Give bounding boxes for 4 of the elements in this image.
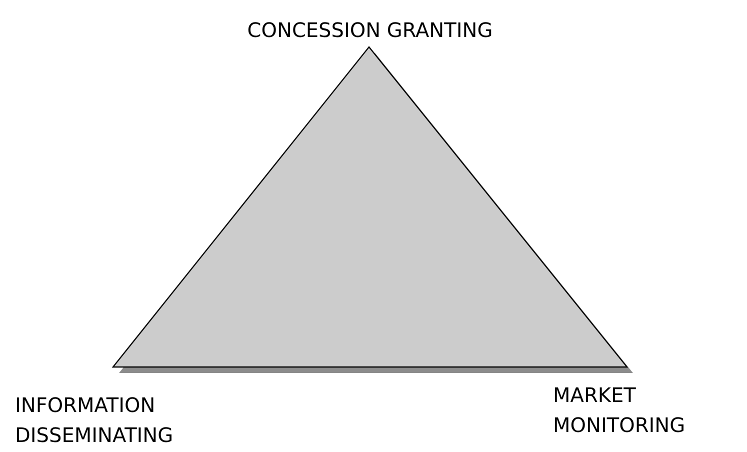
corner-label: MARKET MONITORING: [553, 382, 686, 439]
triangle-shape: [112, 46, 633, 373]
corner-label: CONCESSION GRANTING: [246, 17, 494, 44]
corner-label: INFORMATION DISSEMINATING: [15, 392, 174, 449]
